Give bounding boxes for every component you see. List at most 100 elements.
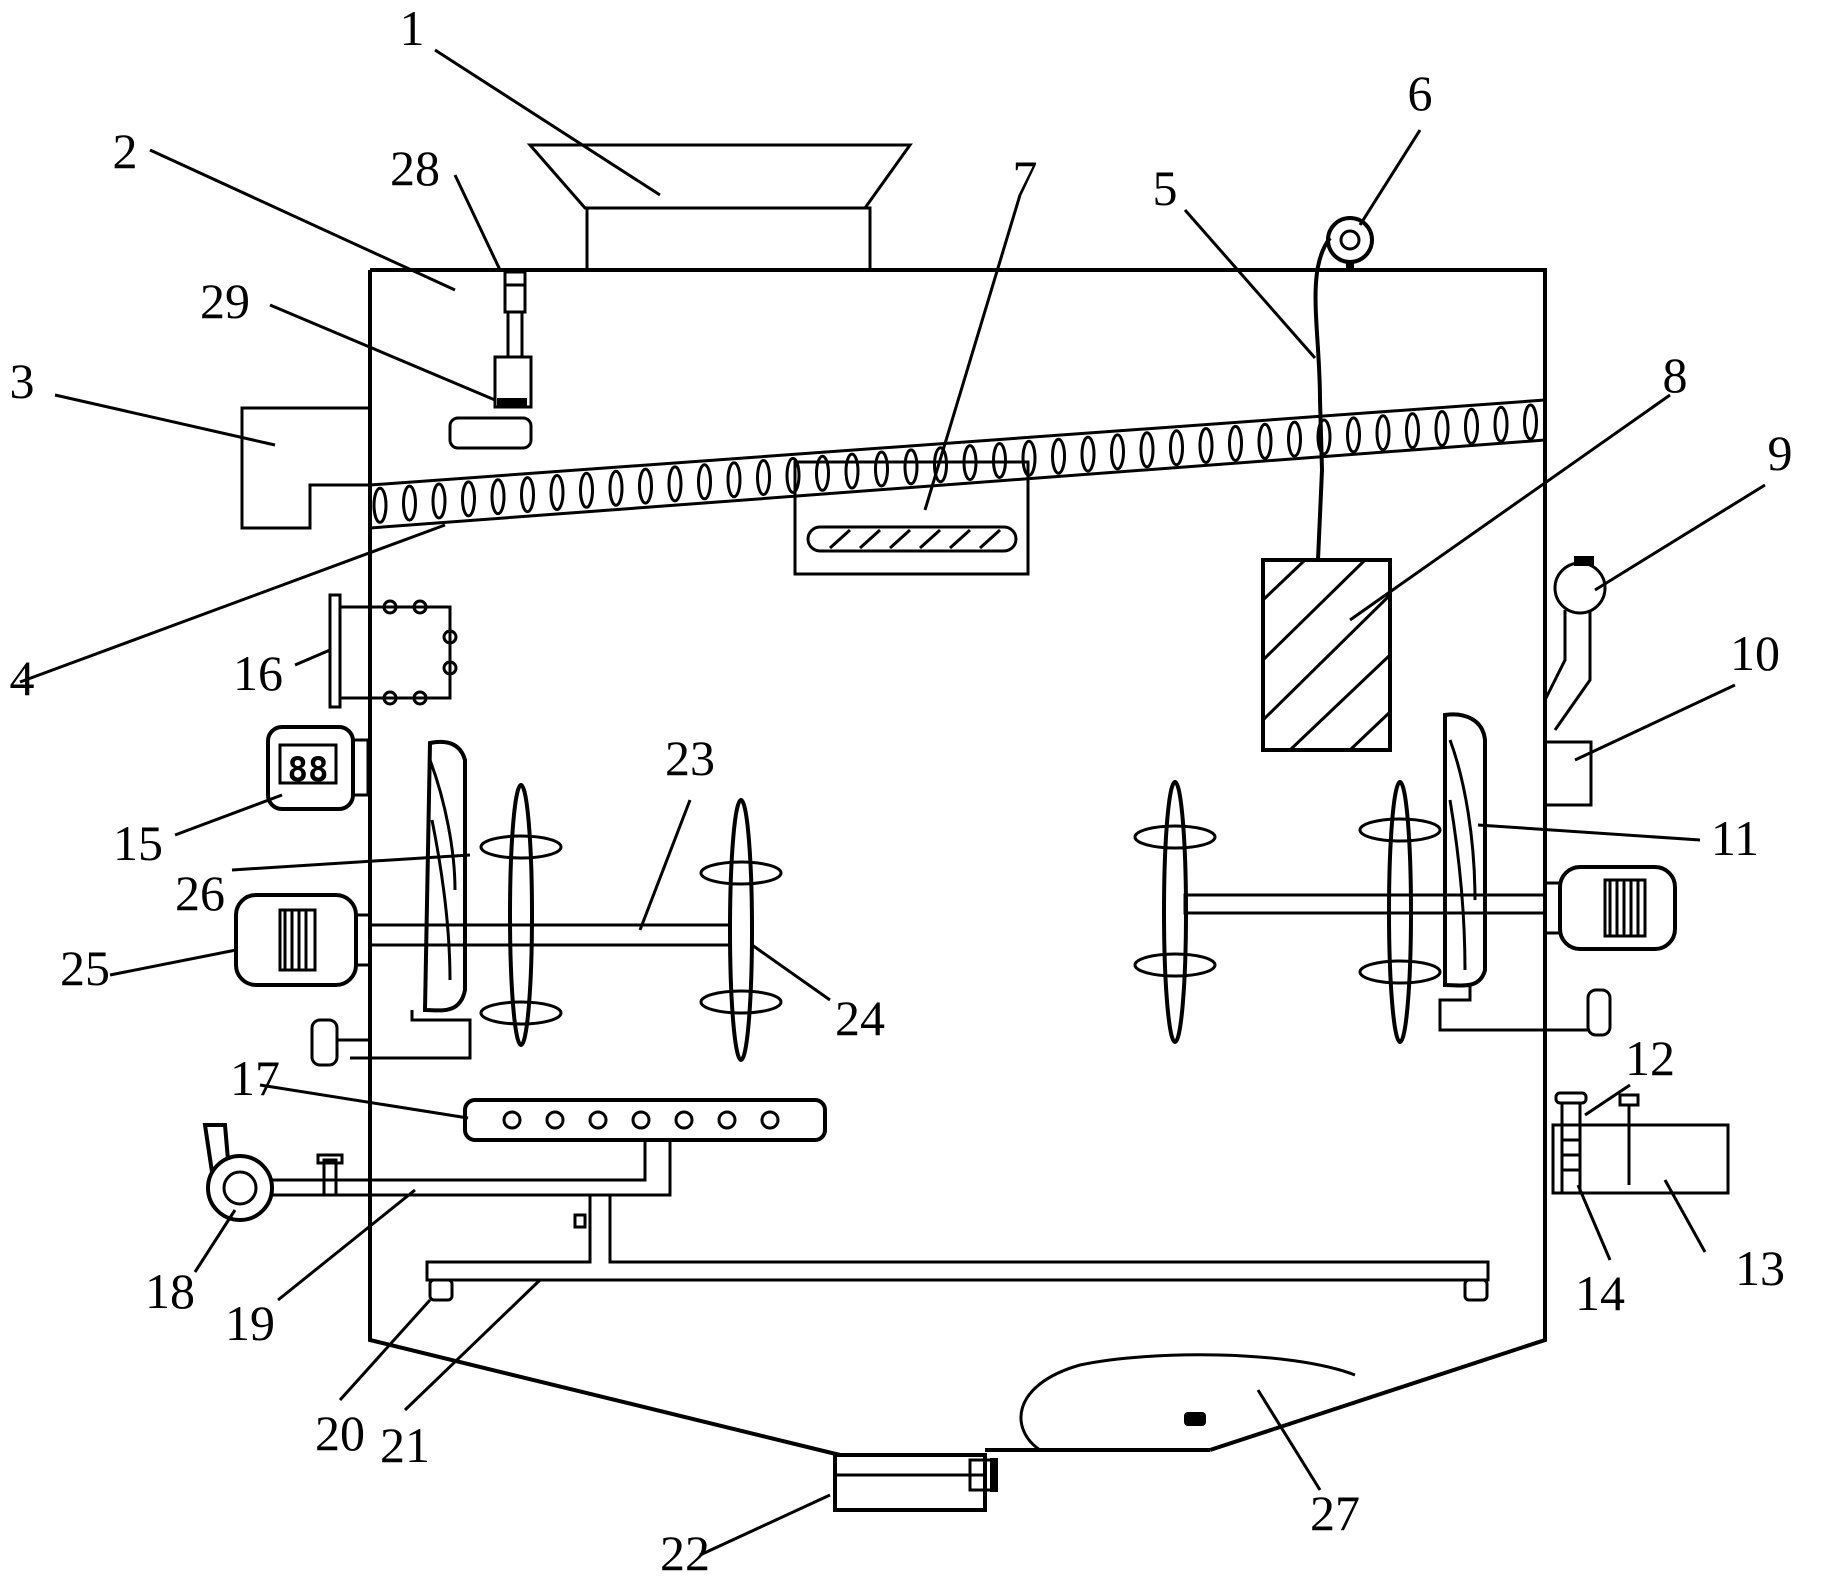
spray-hole [502,1110,522,1130]
screw-coil [1464,407,1479,445]
right-motor [1543,865,1677,951]
label-27: 27 [1310,1485,1360,1541]
vibrator-hose [1019,1353,1356,1452]
spray-hole [674,1110,694,1130]
screw-coil [726,461,742,499]
screw-coil [579,471,594,509]
label-1: 1 [400,0,425,56]
left-paddle-inner [479,783,563,1047]
feed-hopper [526,143,913,272]
screw-coil [1080,435,1096,473]
screw-coil [756,459,771,496]
label-9: 9 [1768,425,1793,481]
screw-coil [903,448,919,486]
screw-coil [608,469,624,507]
screw-coil [431,482,447,520]
screw-coil [1375,414,1391,452]
label-24: 24 [835,990,885,1046]
air-pipe [272,1140,1490,1282]
screw-coil [815,454,830,492]
screw-coil [1287,420,1302,458]
screw-coil [1346,416,1361,454]
right-paddle-outer [1358,780,1442,1044]
hanging-weight [1261,558,1392,752]
controller: 88 [266,725,370,811]
label-23: 23 [665,730,715,786]
screw-coil [1110,433,1125,471]
right-fan-blade [1438,712,1612,1037]
label-22: 22 [660,1525,710,1581]
blower [202,1123,274,1222]
screw-coil [549,474,565,511]
label-10: 10 [1730,625,1780,681]
screw-coil [1523,403,1538,441]
screw-conveyor [368,398,1547,530]
left-motor [234,893,372,987]
label-15: 15 [113,815,163,871]
screw-coil [1169,429,1184,467]
screw-coil [490,478,506,516]
screw-coil [1139,431,1155,469]
label-5: 5 [1153,160,1178,216]
label-20: 20 [315,1405,365,1461]
top-nozzle [448,270,533,450]
label-16: 16 [233,645,283,701]
left-shaft [368,923,732,947]
screw-coil [402,484,417,522]
screw-coil [1316,418,1332,456]
label-14: 14 [1575,1265,1625,1321]
screw-coil [785,456,801,494]
pulley [1326,216,1374,270]
label-13: 13 [1735,1240,1785,1296]
machine-body [368,268,1547,1457]
label-17: 17 [230,1050,280,1106]
label-3: 3 [10,353,35,409]
label-26: 26 [175,865,225,921]
spray-hole [588,1110,608,1130]
reference-numerals: 1 2 3 4 5 6 7 8 9 10 11 12 13 14 15 16 1… [10,0,1793,1581]
label-28: 28 [390,140,440,196]
screw-coil [1434,410,1450,447]
controller-readout: 88 [288,750,329,790]
label-19: 19 [225,1295,275,1351]
screw-coil [697,463,712,501]
spray-hole [717,1110,737,1130]
screw-coil [372,486,388,524]
screw-coil [1405,412,1420,450]
screw-coil [874,450,889,488]
right-paddle-inner [1133,780,1217,1044]
side-clamp-box [1551,1091,1730,1195]
screw-coil [1257,422,1273,460]
side-feeder [1543,556,1607,807]
label-6: 6 [1408,65,1433,121]
screw-coil [1051,437,1066,475]
lift-cable [1313,236,1332,561]
label-29: 29 [200,273,250,329]
label-12: 12 [1625,1030,1675,1086]
screw-coil [667,465,683,503]
label-25: 25 [60,940,110,996]
label-11: 11 [1711,810,1759,866]
screen-box [793,460,1030,576]
label-2: 2 [113,123,138,179]
spray-hole [760,1110,780,1130]
distribution-feet [428,1278,1489,1302]
screw-coils [372,403,1538,524]
screw-coil [844,452,860,490]
screw-coil [1493,405,1509,443]
label-7: 7 [1013,150,1038,206]
outlet-valve [833,1453,998,1512]
right-shaft [1183,893,1547,915]
bracket [328,593,458,709]
left-fan-blade [310,739,472,1067]
spray-hole [631,1110,651,1130]
label-4: 4 [10,650,35,706]
spray-nozzle-bar [463,1098,827,1142]
screw-coil [1198,427,1214,464]
label-21: 21 [380,1417,430,1473]
screw-coil [638,467,653,505]
screw-coil [461,480,476,518]
screw-coil [520,476,535,514]
left-paddle-outer [699,798,783,1062]
